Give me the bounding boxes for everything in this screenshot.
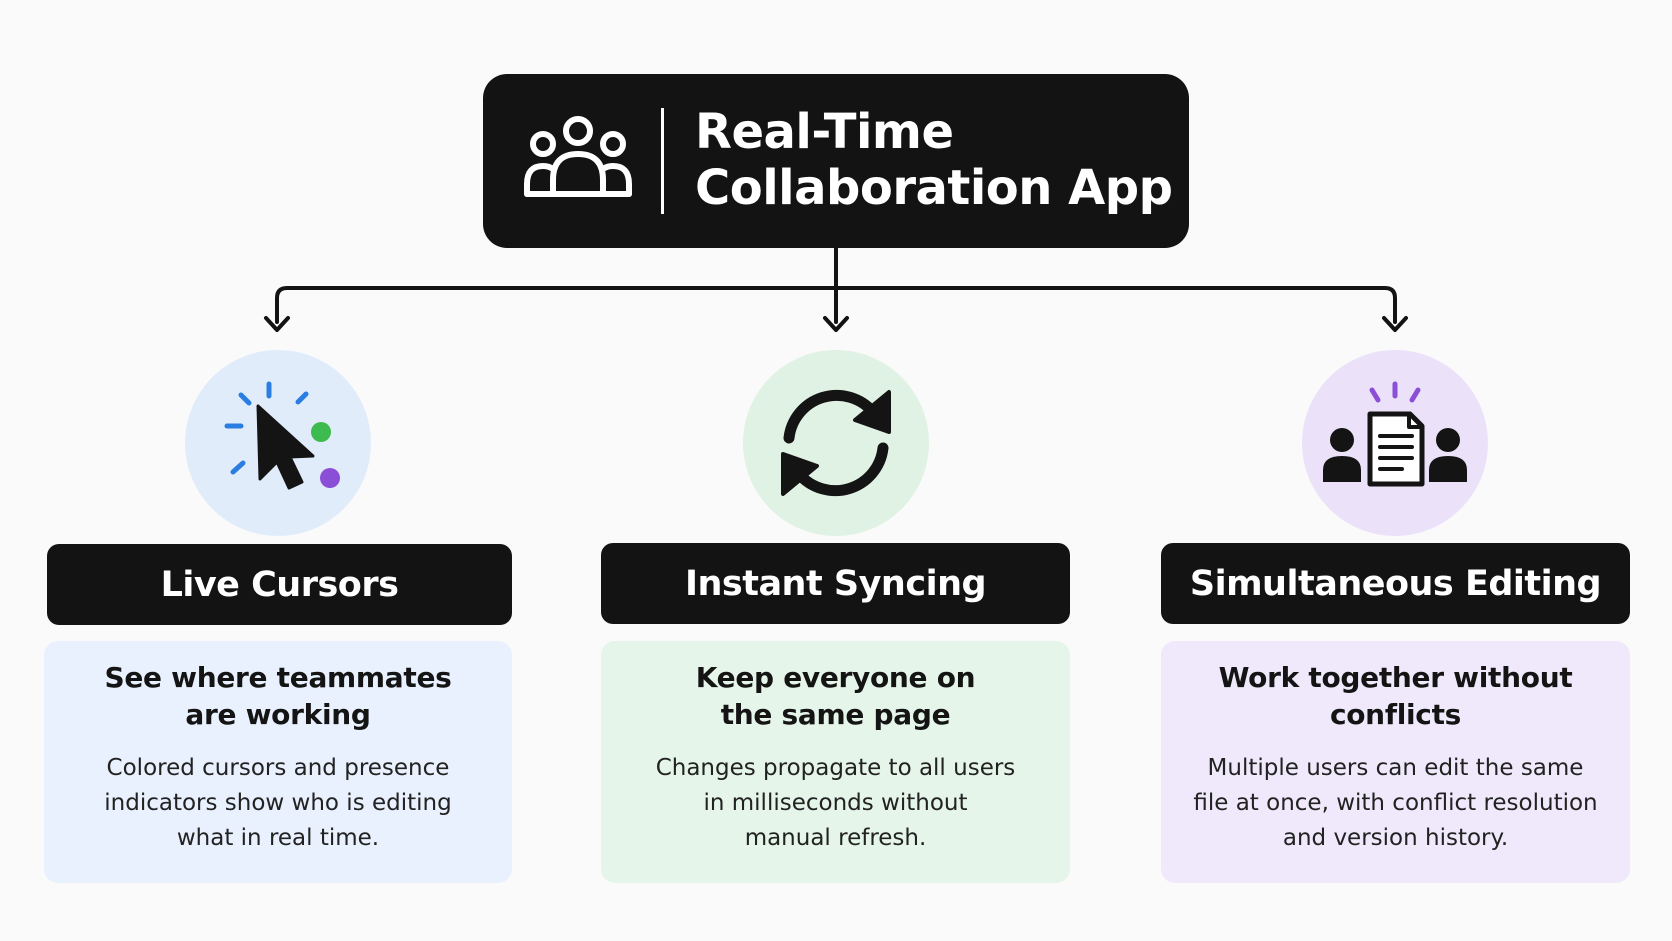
arrowhead-left: [264, 316, 290, 332]
arrowhead-center: [823, 316, 849, 332]
feature-icon-circle-instant-syncing: [743, 350, 929, 536]
card-description: Multiple users can edit the same file at…: [1161, 751, 1630, 856]
card-description-line: Multiple users can edit the same: [1207, 755, 1584, 781]
feature-card-instant-syncing: Keep everyone on the same page Changes p…: [601, 641, 1070, 883]
arrowhead-right: [1382, 316, 1408, 332]
title-line-1: Real-Time: [695, 104, 954, 160]
feature-label-text: Instant Syncing: [684, 563, 987, 604]
card-heading: See where teammates are working: [44, 659, 512, 733]
card-description-line: manual refresh.: [744, 825, 927, 851]
card-description-line: file at once, with conflict resolution: [1193, 790, 1598, 816]
page-title: Real-Time Collaboration App: [695, 104, 1175, 216]
card-description-line: what in real time.: [176, 825, 380, 851]
card-description-line: Changes propagate to all users: [655, 755, 1016, 781]
card-description-line: Colored cursors and presence: [106, 755, 450, 781]
card-description-line: indicators show who is editing: [104, 790, 452, 816]
feature-card-simultaneous-editing: Work together without conflicts Multiple…: [1161, 641, 1630, 883]
shared-document-users-icon: [1323, 381, 1467, 487]
card-heading-line: Keep everyone on: [695, 661, 976, 694]
card-description: Changes propagate to all users in millis…: [601, 751, 1070, 856]
card-heading-line: are working: [185, 698, 371, 731]
card-heading-line: conflicts: [1329, 698, 1462, 731]
title-box: Real-Time Collaboration App: [483, 74, 1189, 248]
feature-label-live-cursors: Live Cursors: [47, 544, 512, 625]
sync-arrows-icon: [781, 389, 891, 497]
feature-label-text: Live Cursors: [160, 564, 399, 605]
users-group-icon: [524, 116, 632, 197]
title-divider: [661, 108, 664, 214]
cursor-click-icon: [224, 381, 340, 490]
feature-label-simultaneous-editing: Simultaneous Editing: [1161, 543, 1630, 624]
feature-icon-circle-simultaneous-editing: [1302, 350, 1488, 536]
feature-icon-circle-live-cursors: [185, 350, 371, 536]
card-heading: Keep everyone on the same page: [601, 659, 1070, 733]
feature-label-instant-syncing: Instant Syncing: [601, 543, 1070, 624]
card-description: Colored cursors and presence indicators …: [44, 751, 512, 856]
connector-horizontal: [275, 286, 1397, 324]
card-description-line: in milliseconds without: [703, 790, 968, 816]
title-line-2: Collaboration App: [695, 160, 1173, 216]
card-heading-line: See where teammates: [104, 661, 452, 694]
card-heading: Work together without conflicts: [1161, 659, 1630, 733]
card-description-line: and version history.: [1282, 825, 1509, 851]
card-heading-line: Work together without: [1218, 661, 1573, 694]
feature-card-live-cursors: See where teammates are working Colored …: [44, 641, 512, 883]
card-heading-line: the same page: [720, 698, 951, 731]
feature-label-text: Simultaneous Editing: [1189, 563, 1602, 604]
